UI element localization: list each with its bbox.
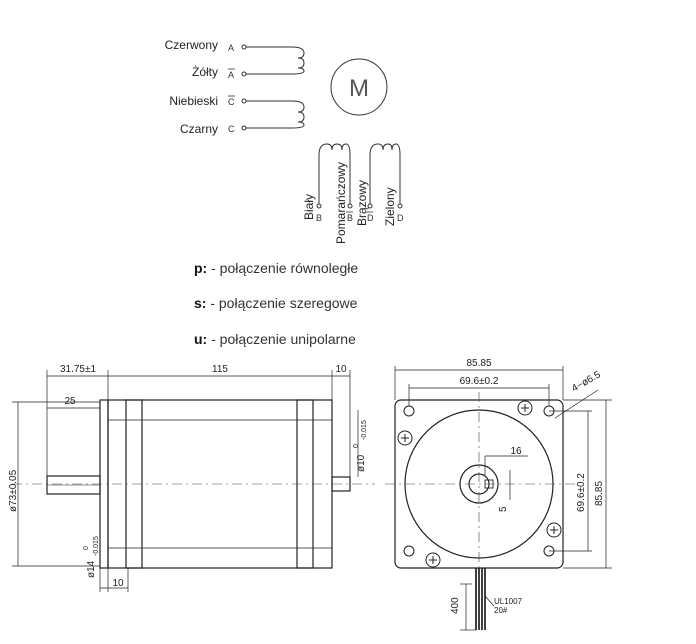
- dim-front-width: 85.85: [466, 358, 491, 369]
- pin-letter-c-bar: C: [228, 97, 235, 107]
- pin-c-terminal: [241, 125, 247, 131]
- legend-parallel: p: - połączenie równoległe: [194, 260, 358, 276]
- pin-letter-a-bar: A: [228, 70, 234, 80]
- dim-rear-shaft-diameter: ø10: [356, 454, 367, 472]
- legend-text-unipolar: - połączenie unipolarne: [207, 331, 356, 347]
- cable-spec-label: UL1007: [494, 597, 523, 606]
- pin-d-terminal: [397, 203, 403, 209]
- dim-shaft-length: 25: [64, 396, 76, 407]
- dim-rear-length: 10: [335, 364, 347, 375]
- coil-d: [369, 143, 401, 205]
- wire-label-blue: Niebieski: [169, 94, 218, 108]
- front-view-centerlines: [385, 392, 575, 576]
- dim-boss-diameter: ø73±0.05: [8, 469, 19, 512]
- dim-key-length: 16: [510, 446, 522, 457]
- dim-mounting-holes: 4−ø6.5: [570, 369, 603, 394]
- dim-flange-thickness: 10: [112, 578, 124, 589]
- wire-label-green: Zielony: [383, 187, 397, 226]
- wire-label-white: Biały: [302, 194, 316, 220]
- front-view-dimensions: [394, 366, 612, 631]
- cable-gauge-label: 20#: [494, 606, 508, 615]
- dim-key-width: 5: [498, 506, 509, 512]
- pin-letter-b: B: [316, 213, 322, 223]
- legend-text-parallel: - połączenie równoległe: [207, 260, 359, 276]
- pin-letter-a: A: [228, 43, 234, 53]
- coil-c: [291, 100, 305, 129]
- legend-key-s: s:: [194, 295, 207, 311]
- pin-letter-d: D: [397, 213, 404, 223]
- dim-rear-shaft-tol-bottom: -0.015: [361, 420, 368, 440]
- wire-label-orange: Pomarańczowy: [334, 162, 348, 244]
- legend-series: s: - połączenie szeregowe: [194, 295, 357, 311]
- dim-shaft-tol-bottom: -0.015: [93, 536, 100, 556]
- pin-d-bar-terminal: [367, 203, 373, 209]
- dim-shaft-diameter: ø14: [86, 560, 97, 578]
- wiring-schematic: [241, 44, 403, 209]
- pin-letter-d-bar: D: [367, 213, 374, 223]
- pin-a-bar-terminal: [241, 71, 247, 77]
- motor-symbol-circle: [330, 58, 388, 116]
- pin-c-bar-terminal: [241, 98, 247, 104]
- pin-b-bar-terminal: [347, 203, 353, 209]
- pin-letter-c: C: [228, 124, 235, 134]
- coil-b: [318, 143, 351, 205]
- dim-rear-shaft-tol-top: 0: [353, 444, 360, 448]
- dim-cable-length: 400: [450, 597, 461, 614]
- wire-label-yellow: Żółty: [191, 65, 218, 79]
- legend-key-p: p:: [194, 260, 208, 276]
- legend-text-series: - połączenie szeregowe: [206, 295, 358, 311]
- motor-symbol-letter: M: [349, 75, 369, 102]
- dim-front-height: 85.85: [594, 481, 605, 506]
- wire-label-black: Czarny: [179, 122, 218, 136]
- coil-a: [291, 46, 305, 75]
- legend-unipolar: u: - połączenie unipolarne: [194, 331, 356, 347]
- side-view-dimensions: [12, 370, 359, 592]
- legend-key-u: u:: [194, 331, 208, 347]
- pin-b-terminal: [316, 203, 322, 209]
- dim-hole-spacing-vertical: 69.6±0.2: [576, 473, 587, 512]
- pin-a-terminal: [241, 44, 247, 50]
- dim-shaft-tol-top: 0: [83, 546, 90, 550]
- wire-label-red: Czerwony: [164, 38, 218, 52]
- dim-hole-spacing-horizontal: 69.6±0.2: [460, 376, 499, 387]
- dim-body-length: 115: [212, 364, 228, 375]
- wire-label-brown: Brązowy: [355, 180, 369, 226]
- pin-letter-b-bar: B: [347, 213, 353, 223]
- cable: [475, 568, 486, 630]
- dim-flange-length: 31.75±1: [60, 364, 97, 375]
